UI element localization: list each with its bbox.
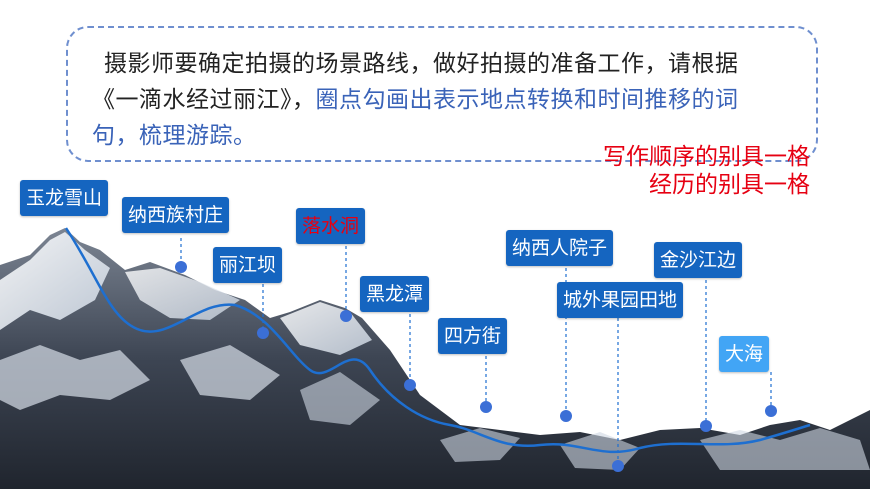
place-label-7: 城外果园田地: [557, 282, 684, 318]
place-label-9: 大海: [719, 336, 770, 372]
prompt-line-1: 摄影师要确定拍摄的场景路线，做好拍摄的准备工作，请根据: [104, 51, 739, 77]
place-label-5: 四方街: [438, 318, 508, 354]
place-label-2: 丽江坝: [213, 247, 283, 283]
place-label-4: 黑龙潭: [360, 276, 430, 312]
prompt-text: 摄影师要确定拍摄的场景路线，做好拍摄的准备工作，请根据《一滴水经过丽江》，圈点勾…: [92, 46, 812, 154]
note-writing-order: 写作顺序的别具一格: [603, 144, 810, 170]
place-label-3: 落水洞: [296, 208, 366, 244]
note-experience: 经历的别具一格: [649, 172, 810, 198]
prompt-line-2-highlight: 圈点勾画出表示地点转换和时间推移的词: [315, 87, 739, 113]
prompt-line-2-plain: 《一滴水经过丽江》，: [92, 87, 316, 113]
route-line: [64, 227, 811, 454]
prompt-box: [66, 26, 818, 162]
route-markers: [175, 238, 777, 472]
prompt-line-3-highlight: 句，梳理游踪。: [92, 123, 257, 149]
place-label-6: 纳西人院子: [506, 230, 614, 266]
place-label-1: 纳西族村庄: [122, 197, 230, 233]
place-label-0: 玉龙雪山: [20, 180, 109, 216]
place-label-8: 金沙江边: [654, 242, 743, 278]
